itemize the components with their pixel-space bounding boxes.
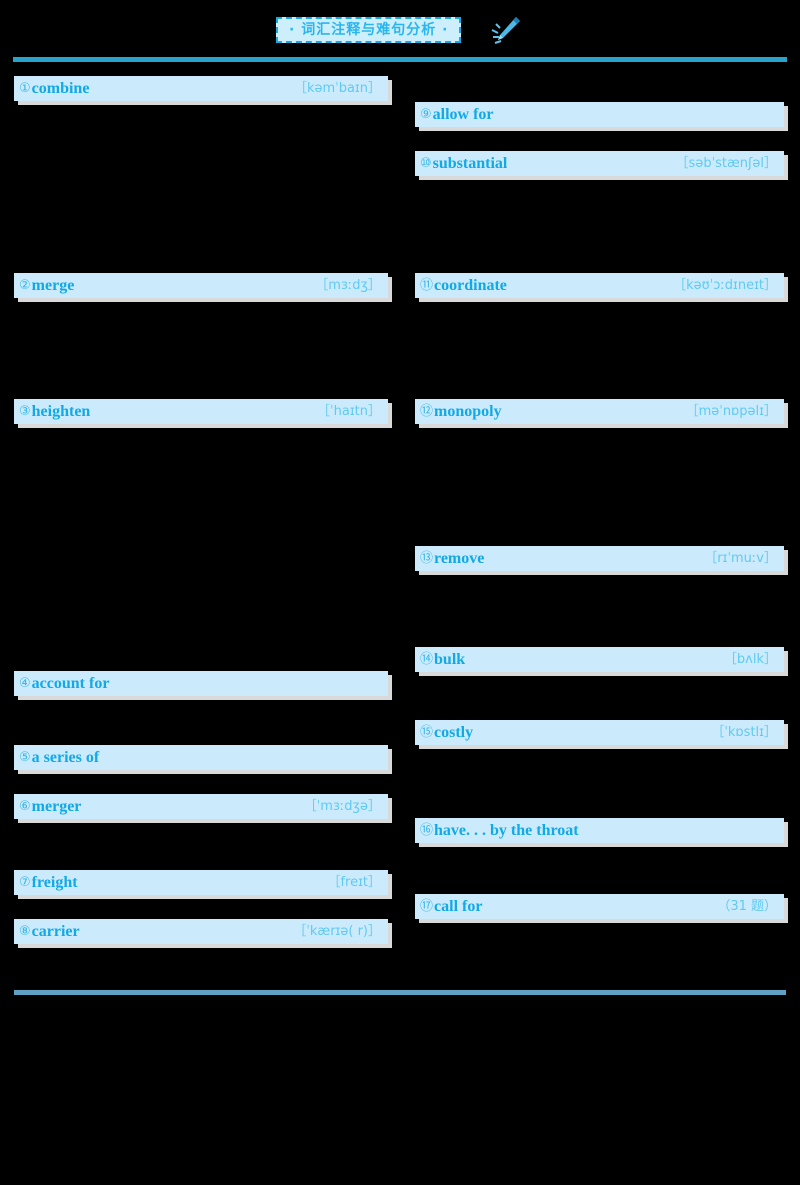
entry-word: merge (31, 276, 75, 294)
entry-phonetic: ［məˈnɒpəlɪ］ (685, 404, 777, 419)
entry-number: ④ (19, 676, 31, 691)
entry-word: combine (31, 79, 90, 97)
entry-phonetic: ［ˈmɜːdʒə］ (303, 799, 381, 814)
entry-number: ⑩ (420, 156, 432, 171)
entry-word: coordinate (434, 276, 507, 294)
entry-phonetic: ［ˈkærɪə( r)］ (293, 924, 381, 939)
entry-number: ⑬ (420, 551, 434, 566)
page-header: · 词汇注释与难句分析 · (0, 0, 800, 56)
page-title: · 词汇注释与难句分析 · (289, 22, 449, 38)
entry-number: ② (19, 278, 31, 293)
entry-phonetic: ［freɪt］ (327, 875, 381, 890)
entry-number: ⑧ (19, 924, 31, 939)
entry-word: account for (31, 674, 110, 692)
page-title-badge: · 词汇注释与难句分析 · (276, 17, 462, 43)
entry-number: ③ (19, 404, 31, 419)
entry-number: ⑯ (420, 823, 434, 838)
entry-phonetic: ［bʌlk］ (723, 652, 777, 667)
entry-word: costly (434, 723, 474, 741)
entry-number: ⑪ (420, 278, 434, 293)
entry-note: （31 题） (717, 899, 777, 914)
entry-word: a series of (31, 748, 100, 766)
entry-word: remove (434, 549, 485, 567)
entry-word: carrier (31, 922, 80, 940)
entry-phonetic: ［səbˈstænʃəl］ (675, 156, 777, 171)
entry-number: ⑫ (420, 404, 434, 419)
entry-word: allow for (432, 105, 494, 123)
entry-word: heighten (31, 402, 91, 420)
entry-word: bulk (434, 650, 466, 668)
entry-number: ① (19, 81, 31, 96)
entry-word: merger (31, 797, 82, 815)
entry-word: have. . . by the throat (434, 821, 579, 839)
bottom-divider-rule (14, 990, 786, 995)
entry-number: ⑥ (19, 799, 31, 814)
entry-number: ⑤ (19, 750, 31, 765)
entry-phonetic: ［mɜːdʒ］ (315, 278, 381, 293)
entry-phonetic: ［kəmˈbaɪn］ (293, 81, 381, 96)
entry-word: monopoly (434, 402, 502, 420)
entry-number: ⑨ (420, 107, 432, 122)
top-divider-rule (13, 57, 787, 62)
entry-phonetic: ［ˈkɒstlɪ］ (711, 725, 777, 740)
entry-word: call for (434, 897, 483, 915)
entry-phonetic: ［ˈhaɪtn］ (317, 404, 381, 419)
entry-phonetic: ［kəʊˈɔːdɪneɪt］ (673, 278, 777, 293)
entry-word: substantial (432, 154, 508, 172)
entry-phonetic: ［rɪˈmuːv］ (704, 551, 777, 566)
entry-number: ⑦ (19, 875, 31, 890)
entry-number: ⑭ (420, 652, 434, 667)
pen-icon (486, 10, 526, 50)
entry-word: freight (31, 873, 78, 891)
entry-number: ⑰ (420, 899, 434, 914)
entry-number: ⑮ (420, 725, 434, 740)
